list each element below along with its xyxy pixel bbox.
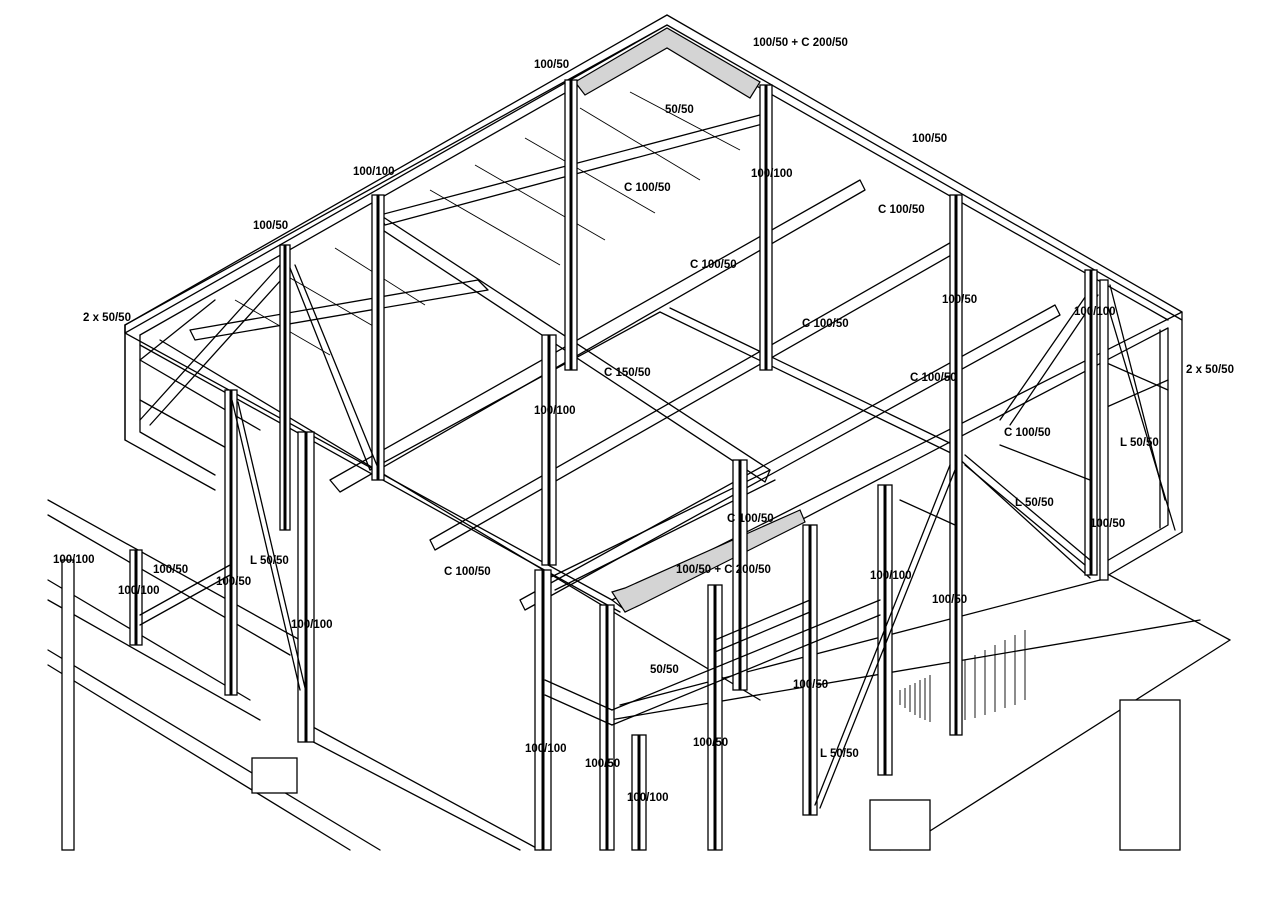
member-label: C 100/50 xyxy=(910,372,957,384)
member-label: C 100/50 xyxy=(878,204,925,216)
member-label: 100/50 xyxy=(693,737,728,749)
member-label: 100/100 xyxy=(525,743,567,755)
member-label: 50/50 xyxy=(665,104,694,116)
member-label: 50/50 xyxy=(650,664,679,676)
member-label: L 50/50 xyxy=(250,555,289,567)
member-label: 100/50 xyxy=(793,679,828,691)
member-label: C 100/50 xyxy=(444,566,491,578)
member-label: 100/100 xyxy=(353,166,395,178)
front-horizontals xyxy=(139,444,1091,726)
member-label: L 50/50 xyxy=(1015,497,1054,509)
member-labels: 100/50 + C 200/50 100/50 50/50 100/50 10… xyxy=(53,37,1234,804)
roof-purlins xyxy=(234,91,741,356)
member-label: 100/50 xyxy=(585,758,620,770)
member-label: 100/50 xyxy=(912,133,947,145)
member-label: 100/50 xyxy=(153,564,188,576)
ridge-plate xyxy=(574,27,761,99)
member-label: 100/100 xyxy=(751,168,793,180)
member-label: C 100/50 xyxy=(624,182,671,194)
column xyxy=(61,559,75,851)
member-label: L 50/50 xyxy=(1120,437,1159,449)
member-label: 2 x 50/50 xyxy=(1186,364,1234,376)
front-corner-plate xyxy=(611,509,806,613)
column xyxy=(1099,279,1109,581)
member-label: 100/100 xyxy=(291,619,333,631)
member-label: 2 x 50/50 xyxy=(83,312,131,324)
member-label: C 100/50 xyxy=(1004,427,1051,439)
right-box-frame xyxy=(999,279,1183,581)
member-label: 100/50 xyxy=(253,220,288,232)
member-label: C 100/50 xyxy=(727,513,774,525)
member-label: 100/50 xyxy=(534,59,569,71)
member-label: 100/100 xyxy=(1074,306,1116,318)
member-label: C 150/50 xyxy=(604,367,651,379)
member-label: 100/50 xyxy=(942,294,977,306)
member-label: C 100/50 xyxy=(690,259,737,271)
member-label: 100/50 xyxy=(1090,518,1125,530)
member-label: 100/100 xyxy=(53,554,95,566)
member-label: 100/100 xyxy=(118,585,160,597)
member-label: 100/100 xyxy=(627,792,669,804)
member-label: 100/50 xyxy=(932,594,967,606)
floor-grating xyxy=(899,630,1026,722)
member-label: 100/100 xyxy=(870,570,912,582)
member-label: 100/50 xyxy=(216,576,251,588)
member-label: 100/100 xyxy=(534,405,576,417)
member-label: 100/50 + C 200/50 xyxy=(676,564,771,576)
member-label: 100/50 + C 200/50 xyxy=(753,37,848,49)
left-box-frame xyxy=(124,264,291,491)
member-label: C 100/50 xyxy=(802,318,849,330)
member-label: L 50/50 xyxy=(820,748,859,760)
diagonal-braces xyxy=(231,264,1091,809)
